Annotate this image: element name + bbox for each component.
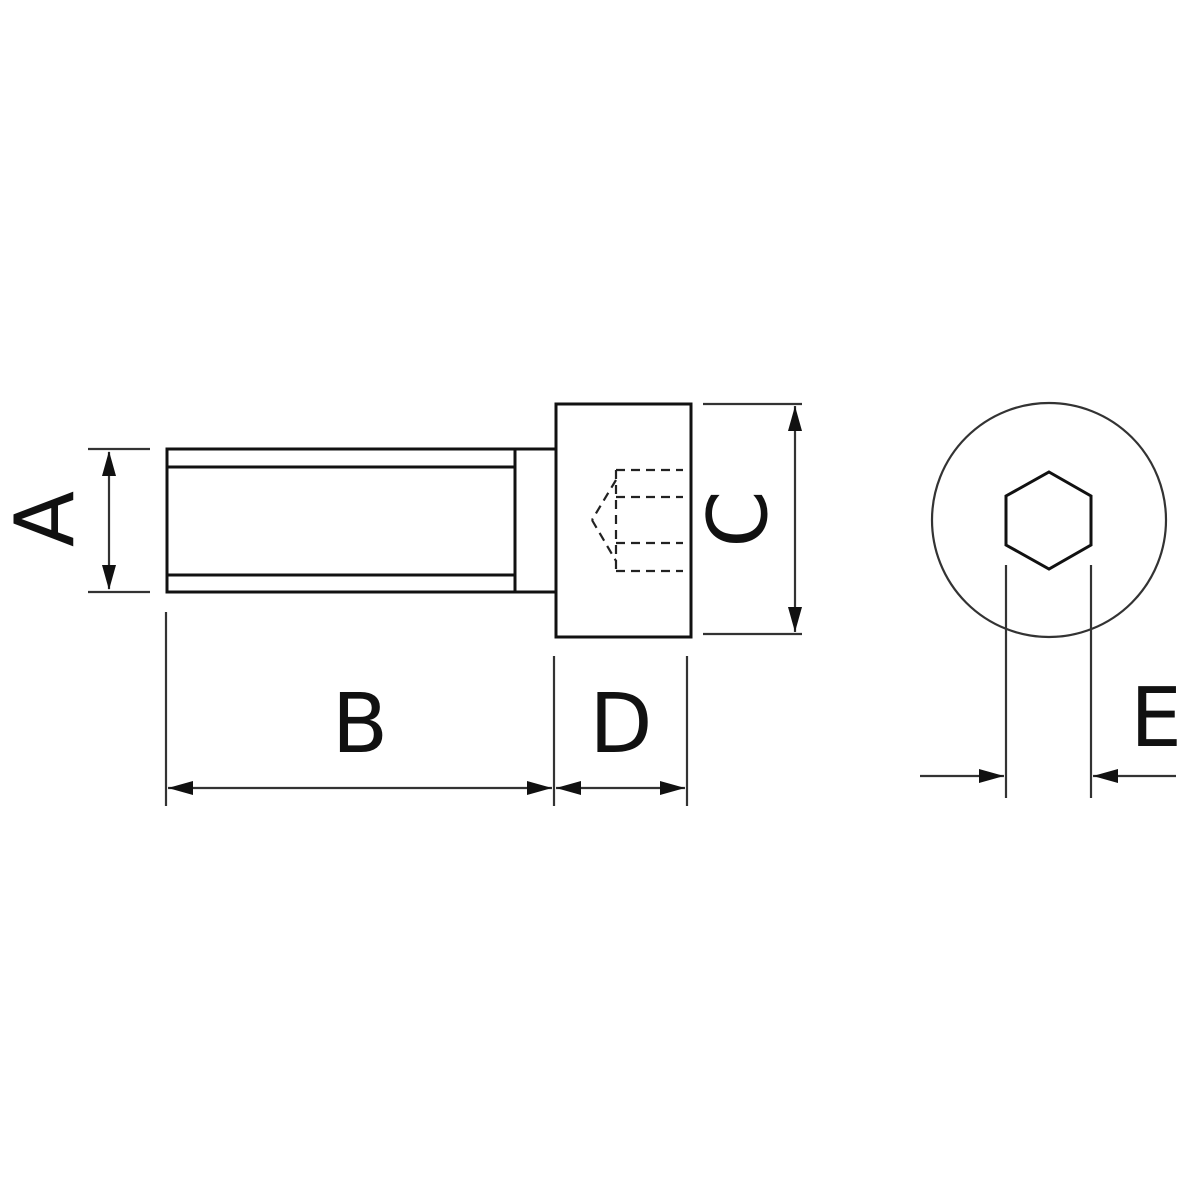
hex-socket-icon (1004, 470, 1093, 571)
dimension-e: E (920, 565, 1182, 798)
dimension-c: C (692, 402, 802, 636)
screw-end-view (930, 401, 1168, 639)
dimension-b: B (164, 612, 556, 806)
label-b: B (332, 677, 388, 772)
screw-shank (165, 447, 556, 594)
label-a: A (0, 491, 94, 547)
dimension-a: A (0, 447, 150, 594)
label-d: D (589, 677, 652, 772)
screw-head (554, 402, 693, 639)
dimension-d: D (556, 656, 689, 806)
label-e: E (1130, 671, 1182, 766)
label-c: C (692, 490, 787, 547)
hex-socket-hidden-lines (591, 468, 683, 573)
